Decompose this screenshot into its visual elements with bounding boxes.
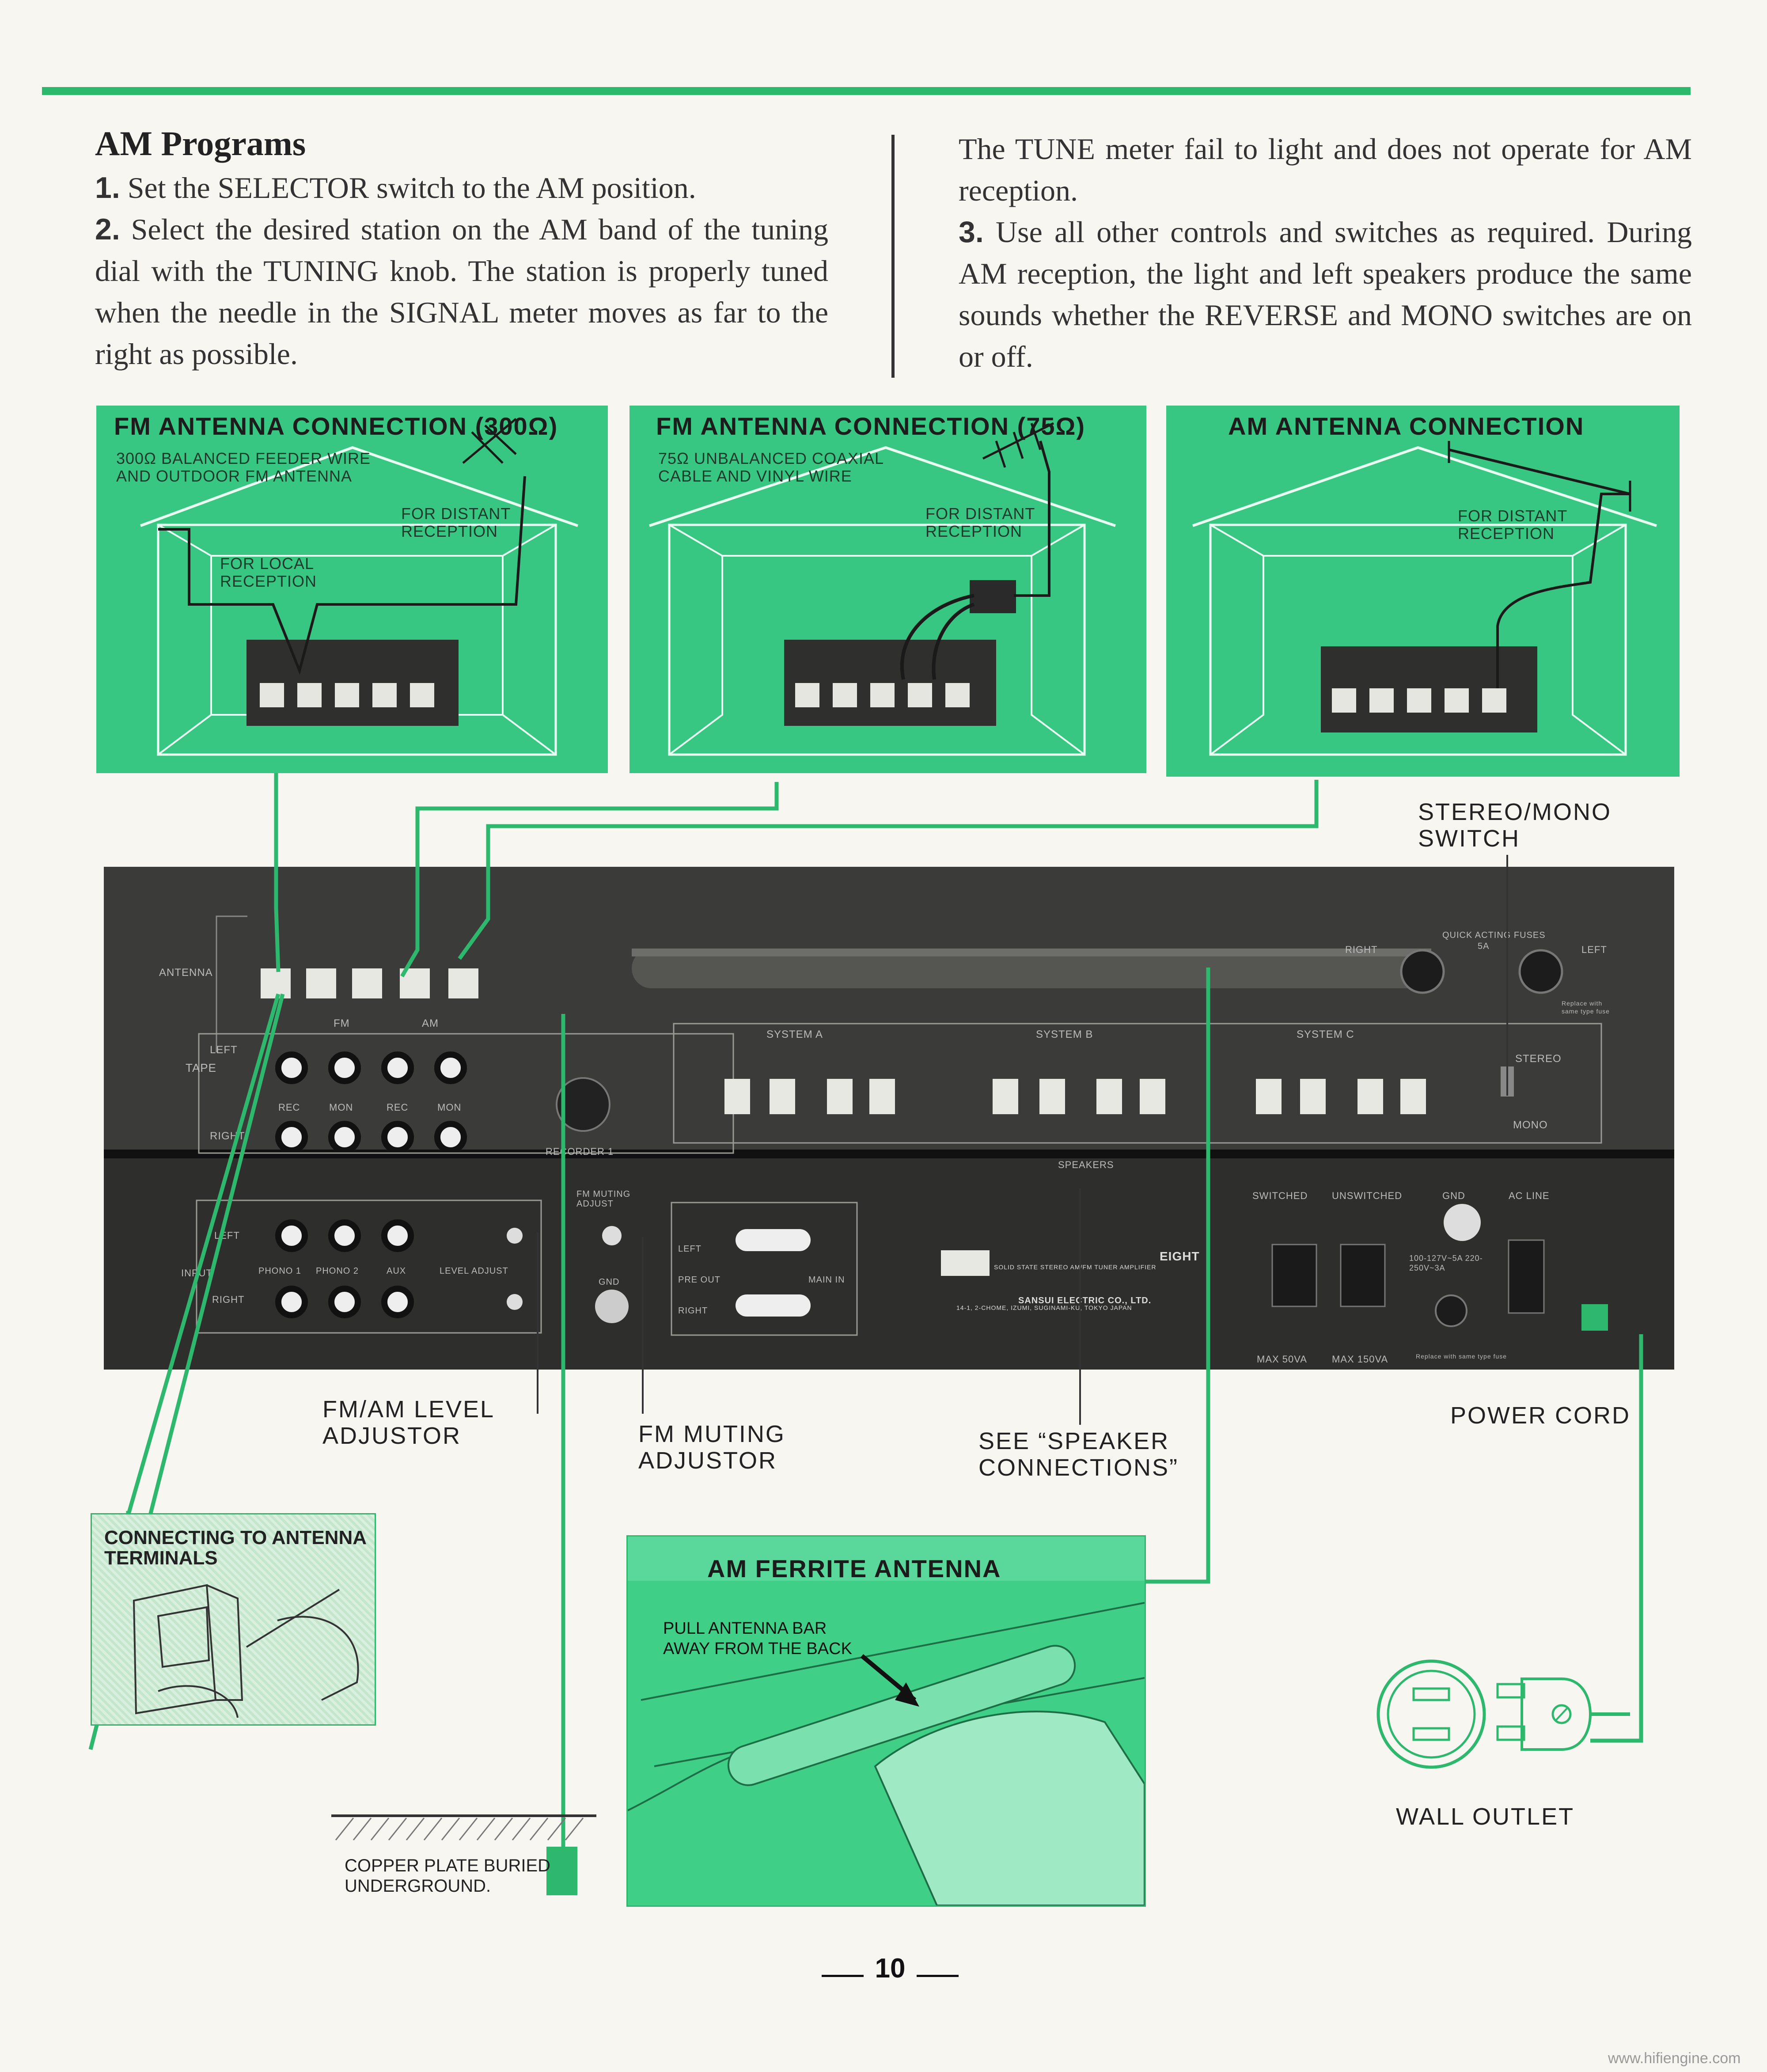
terminals-inset: CONNECTING TO ANTENNA TERMINALS [91,1513,376,1726]
wall-outlet-graphic [1374,1635,1648,1794]
callout-power-cord: POWER CORD [1450,1402,1671,1429]
ferrite-title: AM FERRITE ANTENNA [707,1554,1001,1583]
page-dash-left [822,1975,864,1977]
ferrite-note: PULL ANTENNA BAR AWAY FROM THE BACK [663,1618,875,1659]
callout-speaker-connections: SEE “SPEAKER CONNECTIONS” [978,1428,1208,1481]
page-dash-right [917,1975,959,1977]
callout-muting-adjustor: FM MUTING ADJUSTOR [638,1421,824,1474]
page-number: 10 [875,1953,906,1984]
page-number-block: 10 [808,1953,972,1984]
callout-wall-outlet: WALL OUTLET [1396,1803,1617,1830]
watermark: www.hifiengine.com [1608,2050,1740,2067]
callout-stereo-mono: STEREO/MONO SWITCH [1418,799,1604,852]
callout-level-adjustor: FM/AM LEVEL ADJUSTOR [322,1396,552,1449]
ferrite-inset: AM FERRITE ANTENNA PULL ANTENNA BAR AWAY… [626,1535,1146,1907]
copper-plate-label: COPPER PLATE BURIED UNDERGROUND. [345,1856,565,1896]
